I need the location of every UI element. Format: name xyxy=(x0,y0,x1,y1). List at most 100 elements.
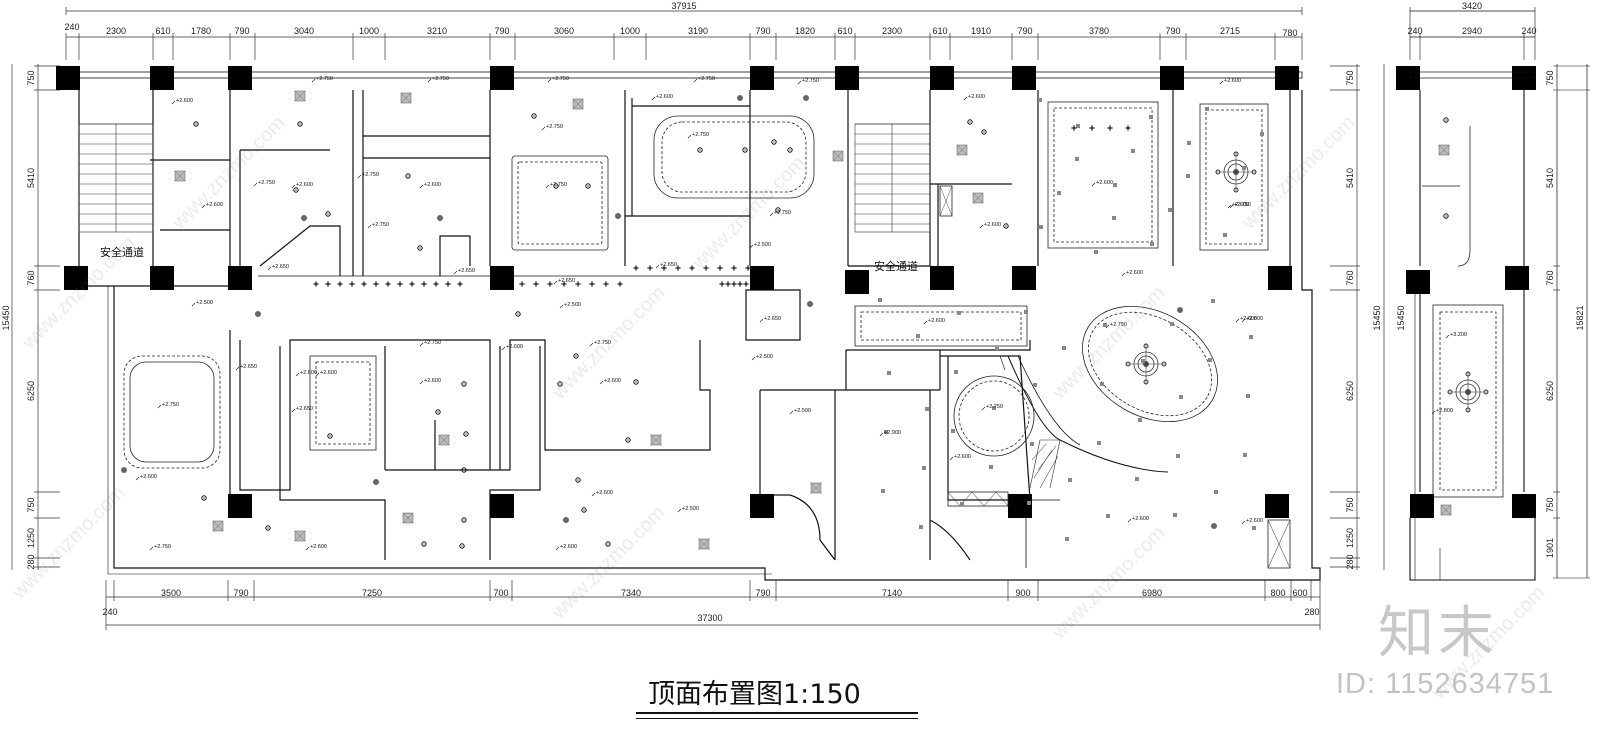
ceiling-spot-icon xyxy=(1030,442,1034,446)
top-dimension-chain xyxy=(65,7,1303,60)
stair-left xyxy=(78,123,154,233)
light-icon xyxy=(515,311,521,317)
dim-top-14: 610 xyxy=(837,26,852,36)
ceiling-spot-icon xyxy=(1024,310,1028,314)
column xyxy=(150,266,174,290)
ceiling-spot-icon xyxy=(922,466,926,470)
dim-bottom-end: 280 xyxy=(1304,607,1319,617)
elevation-tag: +2.750 xyxy=(774,210,791,216)
dim-top-1: 2300 xyxy=(106,26,126,36)
ceiling-spot-icon xyxy=(1039,225,1043,229)
spot-icon xyxy=(718,280,726,288)
elevation-tag: +2.600 xyxy=(596,490,613,496)
ceiling-spot-icon xyxy=(916,334,920,338)
ceiling-spot-icon xyxy=(1205,107,1209,111)
svg-text:www.znzmo.com: www.znzmo.com xyxy=(547,282,669,404)
dim-top-tiny: 780 xyxy=(1282,28,1297,38)
dim-top-21: 2715 xyxy=(1220,26,1240,36)
column xyxy=(1268,266,1292,290)
air-vent-icon xyxy=(212,520,224,532)
ceiling-spot-icon xyxy=(1062,346,1066,350)
light-icon xyxy=(633,379,639,385)
elevation-tag: +2.500 xyxy=(754,242,771,248)
dim-top-5: 3040 xyxy=(294,26,314,36)
dim-top-12: 790 xyxy=(755,26,770,36)
ceiling-spot-icon xyxy=(954,370,958,374)
dim-right-total: 15450 xyxy=(1372,305,1382,330)
elevation-tag: +2.750 xyxy=(698,76,715,82)
dim-top-18: 790 xyxy=(1017,26,1032,36)
light-icon xyxy=(461,381,467,387)
light-icon xyxy=(581,507,587,513)
dim-bottom-9: 800 xyxy=(1270,588,1285,598)
air-vent-icon xyxy=(400,92,412,104)
ceiling-spot-icon xyxy=(1068,478,1072,482)
light-icon xyxy=(1443,213,1449,219)
ceiling-spot-icon xyxy=(1252,526,1256,530)
air-vent-icon xyxy=(402,512,414,524)
ceiling-spot-icon xyxy=(1170,322,1174,326)
light-icon xyxy=(327,433,333,439)
column xyxy=(845,270,869,294)
column xyxy=(750,494,774,518)
light-icon xyxy=(1003,223,1009,229)
ceiling-features xyxy=(123,101,1504,569)
dim-right-3: 6250 xyxy=(1345,381,1355,401)
ceiling-spot-icon xyxy=(1076,124,1080,128)
spot-icon xyxy=(646,264,654,272)
elevation-tag: +2.600 xyxy=(424,182,441,188)
elevation-tag: +2.600 xyxy=(300,370,317,376)
ceiling-spot-icon xyxy=(919,525,923,529)
column xyxy=(750,66,774,90)
light-icon xyxy=(461,517,467,523)
elevation-tag: +2.600 xyxy=(1246,316,1263,322)
dim-bottom-10: 600 xyxy=(1292,588,1307,598)
ceiling-spot-icon xyxy=(881,489,885,493)
air-vent-icon xyxy=(294,530,306,542)
column xyxy=(228,494,252,518)
elevation-tag: +2.750 xyxy=(552,76,569,82)
ceiling-spot-icon xyxy=(957,311,961,315)
spot-icon xyxy=(1106,124,1114,132)
dim-right-0: 750 xyxy=(1345,70,1355,85)
side-section-plan xyxy=(1409,7,1590,581)
light-icon xyxy=(585,183,591,189)
spot-icon xyxy=(742,280,750,288)
elevation-tag: +2.600 xyxy=(1240,316,1257,322)
air-vent-icon xyxy=(956,144,968,156)
spot-icon xyxy=(736,280,744,288)
spot-icon xyxy=(724,280,732,288)
elevation-tag: +2.750 xyxy=(1234,202,1251,208)
elevation-tag: +2.750 xyxy=(316,76,333,82)
air-vent-icon xyxy=(572,98,584,110)
elevation-tag: +2.650 xyxy=(660,262,677,268)
light-icon xyxy=(193,121,199,127)
elevation-tag: +2.650 xyxy=(558,278,575,284)
elevation-tag: +2.600 xyxy=(968,94,985,100)
elevation-tag: +2.750 xyxy=(258,180,275,186)
elevation-tag: +2.600 xyxy=(560,544,577,550)
elevation-tag: +2.600 xyxy=(984,222,1001,228)
dim-left-4: 750 xyxy=(26,497,36,512)
elevation-tag: +2.600 xyxy=(1132,516,1149,522)
light-icon xyxy=(787,147,793,153)
ceiling-spot-icon xyxy=(1103,323,1107,327)
spot-icon xyxy=(408,280,416,288)
ceiling-spot-icon xyxy=(1138,418,1142,422)
ceiling-spot-icon xyxy=(1057,191,1061,195)
dim-right-6: 280 xyxy=(1345,554,1355,569)
elevation-tag: +2.500 xyxy=(756,354,773,360)
dim-top-9: 3060 xyxy=(554,26,574,36)
elevation-tag: +2.650 xyxy=(240,364,257,370)
dim-top-11: 3190 xyxy=(688,26,708,36)
ceiling-spot-icon xyxy=(1176,454,1180,458)
ceiling-spot-icon xyxy=(887,371,891,375)
spot-icon xyxy=(602,280,610,288)
dim-side-top-0: 240 xyxy=(1407,26,1422,36)
ceiling-spot-icon xyxy=(1173,513,1177,517)
dim-side-right-0: 750 xyxy=(1545,70,1555,85)
spot-icon xyxy=(384,280,392,288)
ceiling-spot-icon xyxy=(1150,242,1154,246)
light-icon xyxy=(981,129,987,135)
light-icon xyxy=(625,437,631,443)
